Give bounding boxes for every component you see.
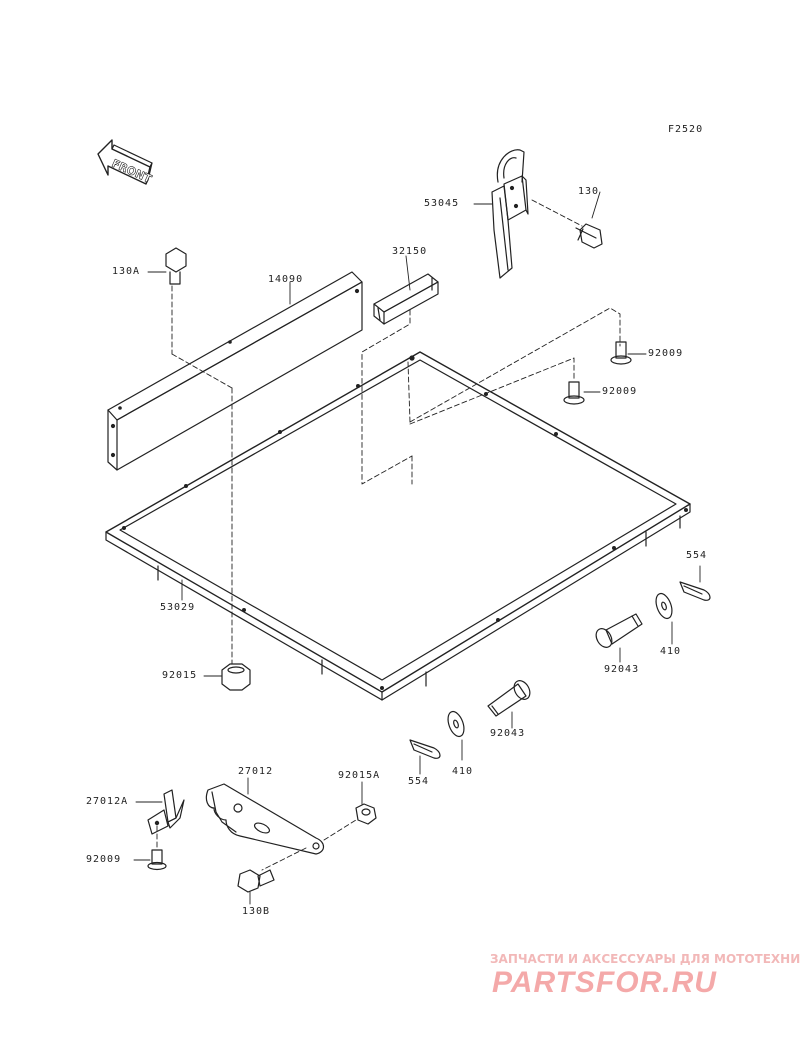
label-92015a: 92015A [338, 770, 381, 781]
nut-92015a [355, 803, 377, 825]
bolt-130 [531, 199, 603, 249]
bracket-32150 [373, 273, 439, 325]
label-53029: 53029 [160, 602, 196, 613]
bolt-130b [237, 869, 275, 893]
bolt-130a [165, 247, 233, 665]
lever-53045 [491, 149, 529, 279]
label-410-b: 410 [452, 766, 474, 777]
watermark-tagline: ЗАПЧАСТИ И АКСЕССУАРЫ ДЛЯ МОТОТЕХНИКИ [490, 952, 800, 966]
label-410-a: 410 [660, 646, 682, 657]
label-130b: 130B [242, 906, 271, 917]
clip-554-a [679, 581, 711, 601]
nut-92015 [221, 663, 251, 691]
label-32150: 32150 [392, 246, 428, 257]
diagram-code: F2520 [668, 124, 704, 135]
front-arrow-icon: FRONT [97, 139, 154, 186]
label-92015: 92015 [162, 670, 198, 681]
label-53045: 53045 [424, 198, 460, 209]
label-92043-b: 92043 [490, 728, 526, 739]
label-554-a: 554 [686, 550, 708, 561]
label-27012a: 27012A [86, 796, 129, 807]
bracket-27012a [147, 789, 185, 835]
frame-53029 [105, 351, 691, 701]
pin-92043-a [595, 613, 643, 648]
leader-lines [133, 191, 701, 905]
stud-92009-c [147, 825, 167, 871]
washer-410-b [447, 710, 465, 738]
stud-92009-b [563, 381, 585, 405]
label-554-b: 554 [408, 776, 430, 787]
label-92009-c: 92009 [86, 854, 122, 865]
clip-554-b [409, 739, 441, 759]
label-27012: 27012 [238, 766, 274, 777]
label-14090: 14090 [268, 274, 304, 285]
watermark-logo: PARTSFOR.RU [492, 966, 717, 999]
washer-410-a [655, 592, 673, 620]
label-92009-b: 92009 [602, 386, 638, 397]
label-130: 130 [578, 186, 600, 197]
pin-92043-b [487, 680, 531, 717]
side-board-14090 [107, 271, 363, 471]
stud-92009-a [610, 341, 632, 365]
plate-27012 [205, 783, 357, 871]
dashed-guides [361, 307, 621, 485]
label-92009-a: 92009 [648, 348, 684, 359]
label-92043-a: 92043 [604, 664, 640, 675]
label-130a: 130A [112, 266, 141, 277]
